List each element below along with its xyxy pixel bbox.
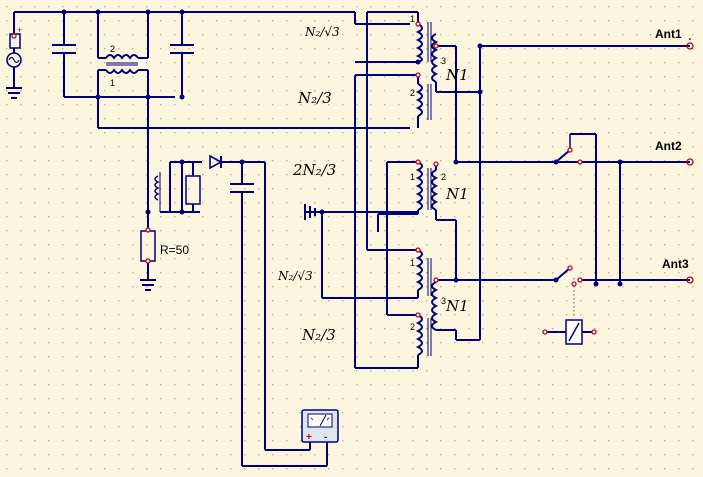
pin-2-input: 2	[110, 44, 115, 54]
source-plus-label: +	[17, 25, 22, 35]
coil-t3-secondary: 2	[410, 314, 432, 368]
ant2-terminal	[686, 158, 694, 166]
input-network: 2 1	[52, 12, 355, 230]
t1-pin-2: 2	[410, 88, 415, 98]
t2-pin-2: 2	[441, 172, 446, 182]
t1-pin-3: 3	[441, 56, 446, 66]
label-n2-sqrt3-mid: N₂/√3	[277, 269, 313, 283]
ground-symbol	[304, 204, 322, 220]
meter-plus-label: +	[306, 432, 312, 443]
coil-t3-n1: 3	[431, 279, 456, 331]
t3-pin-2: 2	[410, 322, 415, 332]
meter: + -	[301, 409, 339, 466]
meter-minus-label: -	[324, 432, 327, 443]
transformer-bank	[321, 11, 420, 369]
relay-switch-ant3	[555, 267, 690, 318]
label-2n2-3: 2N₂/3	[292, 161, 336, 179]
pin-1-input: 1	[110, 78, 115, 88]
ant1-label: Ant1	[655, 27, 682, 41]
detector	[154, 154, 266, 466]
pin-markers	[11, 21, 597, 335]
junction-dots	[61, 9, 623, 287]
coil-t1-n1: 3	[431, 33, 457, 162]
coil-t3-primary: 1	[410, 249, 432, 298]
relay-switch-ant2	[555, 133, 690, 284]
relay-coil	[545, 319, 594, 345]
label-n2-sqrt3-top: N₂/√3	[304, 25, 340, 39]
label-n1-c: N1	[445, 297, 469, 315]
t1-pin-1: 1	[410, 14, 415, 24]
ant1-terminal	[686, 38, 694, 50]
coil-t2: 1 2	[410, 161, 446, 220]
ant3-label: Ant3	[662, 257, 689, 271]
t3-pin-1: 1	[410, 258, 415, 268]
t2-pin-1: 1	[410, 172, 415, 182]
label-n2-3-top: N₂/3	[297, 89, 332, 107]
ant3-terminal	[686, 276, 694, 284]
coil-t1-secondary: 2	[410, 75, 432, 128]
coil-t1-primary: 1	[410, 12, 432, 64]
resistor-label: R=50	[160, 243, 189, 257]
t3-pin-3: 3	[441, 296, 446, 306]
ac-source: +	[6, 25, 22, 99]
label-n1-a: N1	[445, 66, 469, 84]
label-n2-3-bottom: N₂/3	[301, 326, 336, 344]
ant2-label: Ant2	[655, 139, 682, 153]
label-n1-b: N1	[445, 185, 469, 203]
